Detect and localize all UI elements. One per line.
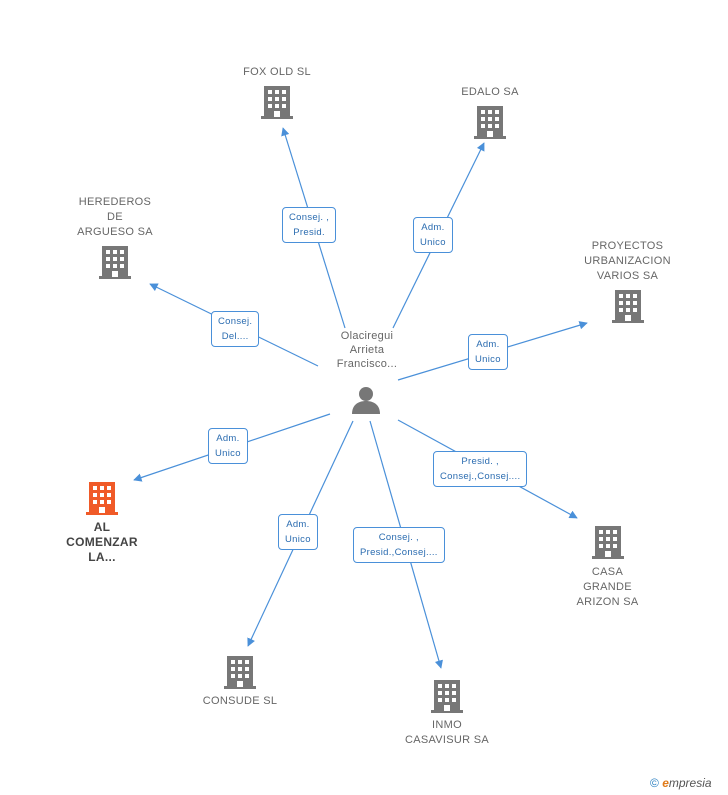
building-icon	[99, 246, 131, 279]
company-label: CONSUDE SL	[202, 695, 278, 707]
company-label: INMO CASAVISUR SA	[404, 719, 490, 746]
company-herederos[interactable]: HEREDEROS DE ARGUESO SA	[60, 195, 170, 280]
building-icon	[611, 290, 644, 323]
brand-name: mpresia	[668, 776, 712, 790]
brand-e-logo: e	[662, 776, 669, 790]
company-label: EDALO SA	[461, 86, 519, 98]
relation-label-inmo[interactable]: Consej. , Presid.,Consej....	[353, 527, 445, 563]
copyright-symbol: ©	[650, 776, 659, 790]
building-icon	[474, 106, 506, 139]
company-fox-old[interactable]: FOX OLD SL	[222, 65, 332, 120]
company-label: FOX OLD SL	[243, 66, 311, 78]
building-icon	[224, 656, 256, 689]
company-label: AL COMENZAR LA...	[66, 520, 138, 564]
company-al-comenzar[interactable]: AL COMENZAR LA...	[60, 480, 144, 565]
brand-footer[interactable]: © empresia	[650, 776, 712, 790]
relation-label-consude[interactable]: Adm. Unico	[278, 514, 318, 550]
relation-label-alcomenzar[interactable]: Adm. Unico	[208, 428, 248, 464]
relation-label-proyectos[interactable]: Adm. Unico	[468, 334, 508, 370]
company-consude[interactable]: CONSUDE SL	[195, 654, 285, 709]
person-icon[interactable]	[351, 385, 381, 420]
relation-label-casagrande[interactable]: Presid. , Consej.,Consej....	[433, 451, 528, 487]
building-icon	[431, 680, 463, 713]
building-icon	[261, 86, 293, 119]
relation-label-herederos[interactable]: Consej. Del....	[211, 311, 260, 347]
company-label: CASA GRANDE ARIZON SA	[576, 566, 639, 608]
relation-label-fox[interactable]: Consej. , Presid.	[282, 207, 337, 243]
center-person-name[interactable]: Olaciregui Arrieta Francisco...	[336, 330, 398, 370]
relation-label-edalo[interactable]: Adm. Unico	[413, 217, 453, 253]
company-inmo-casavisur[interactable]: INMO CASAVISUR SA	[397, 678, 497, 748]
company-label: HEREDEROS DE ARGUESO SA	[77, 196, 153, 238]
company-edalo[interactable]: EDALO SA	[445, 85, 535, 140]
building-icon	[591, 526, 624, 559]
company-proyectos[interactable]: PROYECTOS URBANIZACION VARIOS SA	[570, 239, 685, 324]
building-icon	[86, 482, 118, 515]
company-casa-grande[interactable]: CASA GRANDE ARIZON SA	[560, 524, 655, 610]
company-label: PROYECTOS URBANIZACION VARIOS SA	[584, 240, 671, 282]
